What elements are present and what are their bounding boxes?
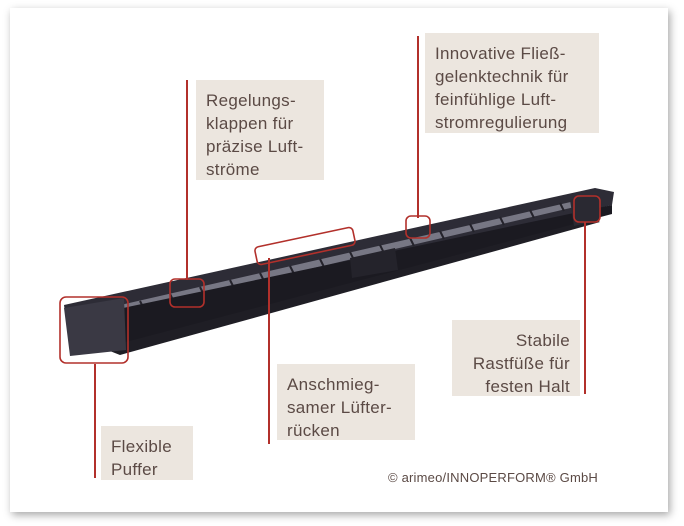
leader-fliessgelenk <box>417 36 419 218</box>
leader-luefterruecken <box>268 258 270 444</box>
label-luefterruecken: Anschmieg- samer Lüfter- rücken <box>277 364 415 440</box>
leader-flexible-puffer <box>94 364 96 478</box>
label-fliessgelenk: Innovative Fließ- gelenktechnik für fein… <box>425 33 599 133</box>
label-rastfuesse: Stabile Rastfüße für festen Halt <box>452 320 580 396</box>
label-regelungsklappen: Regelungs- klappen für präzise Luft- str… <box>196 80 324 180</box>
leader-rastfuesse <box>584 222 586 394</box>
label-flexible-puffer: Flexible Puffer <box>101 426 193 480</box>
leader-regelungsklappen <box>186 80 188 280</box>
left-buffer <box>64 298 126 356</box>
copyright-credit: © arimeo/INNOPERFORM® GmbH <box>388 470 598 485</box>
